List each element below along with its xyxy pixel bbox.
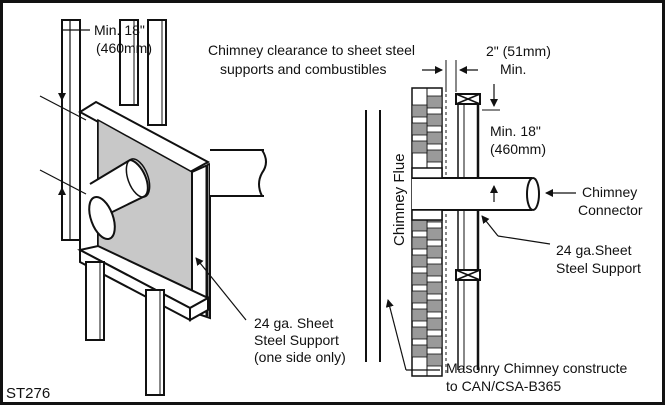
lower-stud-left bbox=[85, 261, 105, 341]
pipe-front-end bbox=[88, 195, 116, 241]
connector-pipe-end bbox=[526, 177, 540, 211]
clearance-line1: Chimney clearance to sheet steel bbox=[208, 42, 415, 58]
steel-right-line2: Steel Support bbox=[556, 260, 641, 276]
top-joist bbox=[455, 93, 481, 105]
steel-left-line2: Steel Support bbox=[254, 332, 339, 348]
wall-framing-illustration bbox=[39, 19, 268, 396]
lower-stud-right bbox=[145, 289, 165, 396]
steel-left-line1: 24 ga. Sheet bbox=[254, 315, 334, 331]
chimney-flue-label: Chimney Flue bbox=[391, 153, 408, 246]
clearance-line2: supports and combustibles bbox=[220, 61, 387, 77]
leader-steel-left bbox=[195, 257, 247, 321]
upper-stud-right bbox=[147, 19, 167, 126]
bottom-joist bbox=[455, 269, 481, 281]
masonry-line2: to CAN/CSA-B365 bbox=[446, 378, 561, 394]
two-inch-line1: 2" (51mm) bbox=[486, 43, 551, 59]
steel-left-line3: (one side only) bbox=[254, 349, 346, 365]
masonry-line1: Masonry Chimney constructe bbox=[446, 360, 628, 376]
min18-right-line1: Min. 18" bbox=[490, 123, 541, 139]
min18-left-line2: (460mm) bbox=[96, 40, 152, 56]
two-inch-line2: Min. bbox=[500, 61, 526, 77]
left-wall-stud bbox=[61, 19, 81, 241]
min18-right-line2: (460mm) bbox=[490, 141, 546, 157]
figure-code: ST276 bbox=[6, 385, 50, 402]
min18-left-line1: Min. 18" bbox=[94, 22, 145, 38]
chimney-section bbox=[365, 60, 576, 377]
leader-masonry bbox=[385, 299, 407, 371]
pipe-break bbox=[258, 149, 267, 197]
connector-line1: Chimney bbox=[582, 184, 637, 200]
steel-right-line1: 24 ga.Sheet bbox=[556, 242, 632, 258]
connector-line2: Connector bbox=[578, 202, 643, 218]
leader-steel-right bbox=[481, 215, 499, 237]
